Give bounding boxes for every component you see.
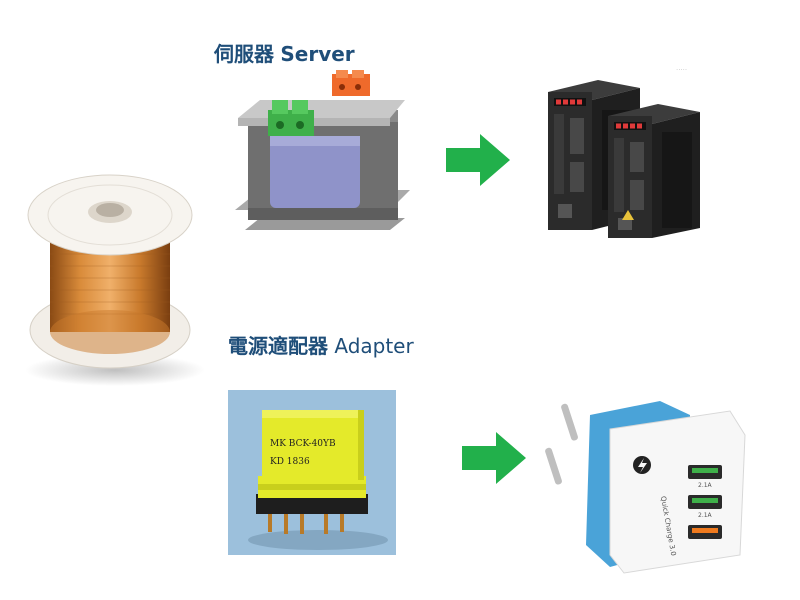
right-arrow-icon bbox=[462, 432, 526, 484]
server-heading-cjk: 伺服器 bbox=[214, 42, 274, 66]
copper-wire-spool-image bbox=[25, 174, 205, 386]
adapter-heading: 電源適配器 Adapter bbox=[228, 330, 414, 359]
usb-port-2-rating: 2.1A bbox=[698, 512, 713, 519]
server-heading-en: Server bbox=[280, 42, 355, 66]
ferrite-print-line1: MK BCK-40YB bbox=[270, 439, 336, 449]
usb-port-1-rating: 2.1A bbox=[698, 482, 713, 489]
usb-charger-image: Quick Charge 3.0 2.1A 2.1A bbox=[545, 401, 746, 574]
watermark-mark: ····· bbox=[676, 66, 688, 74]
lightning-icon bbox=[638, 458, 647, 473]
right-arrow-icon bbox=[446, 134, 510, 186]
ferrite-print-line2: KD 1836 bbox=[270, 457, 310, 467]
servo-drive-image bbox=[548, 80, 700, 238]
power-transformer-image bbox=[235, 70, 410, 230]
adapter-heading-en: Adapter bbox=[334, 334, 414, 358]
server-heading: 伺服器 Server bbox=[214, 38, 355, 67]
ferrite-transformer-image: MK BCK-40YB KD 1836 bbox=[228, 390, 396, 555]
adapter-heading-cjk: 電源適配器 bbox=[228, 334, 328, 358]
